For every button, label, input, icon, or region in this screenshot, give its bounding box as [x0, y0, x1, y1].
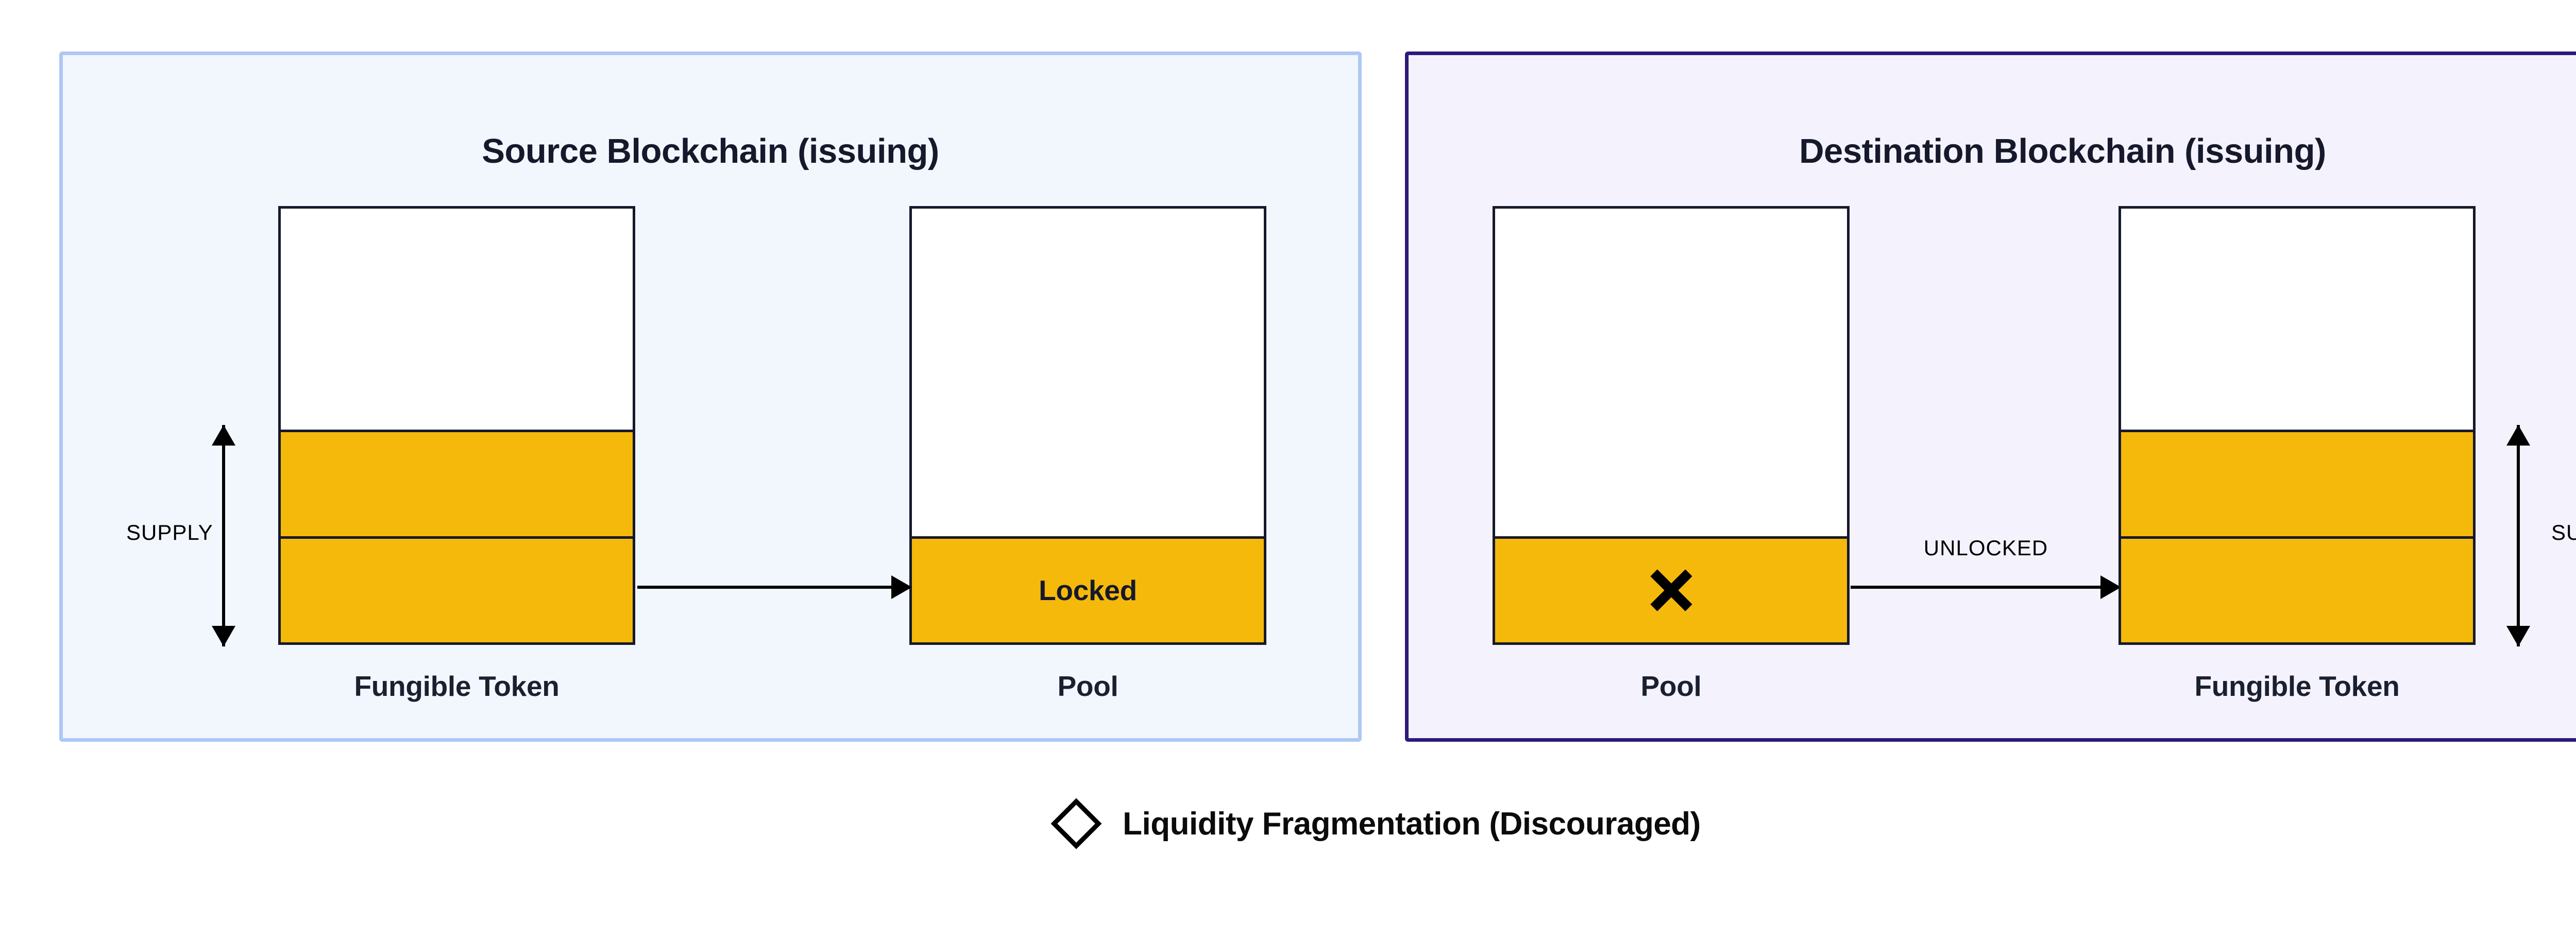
source-supply-label: SUPPLY: [126, 520, 213, 544]
panel-source-title: Source Blockchain (issuing): [482, 132, 939, 170]
destination-fungible-token-segment-0: [2121, 209, 2473, 430]
footer-caption: Liquidity Fragmentation (Discouraged): [0, 796, 2576, 851]
unlock-arrow-head-icon: [2100, 575, 2121, 599]
source-supply-arrow-head-down-icon: [212, 626, 235, 646]
destination-pool-segment-0: [1495, 209, 1847, 536]
unlock-arrow-label: UNLOCKED: [1923, 536, 2048, 560]
source-pool-segment-label: Locked: [1039, 574, 1137, 607]
footer-caption-text: Liquidity Fragmentation (Discouraged): [1123, 806, 1701, 842]
lock-arrow-head-icon: [891, 575, 912, 599]
destination-fungible-token-segment-2: [2121, 536, 2473, 642]
destination-supply-arrow-shaft: [2517, 425, 2520, 646]
destination-pool-box: [1493, 206, 1850, 645]
destination-supply-label: SUPPLY: [2551, 520, 2576, 544]
panel-destination-title: Destination Blockchain (issuing): [1799, 132, 2326, 170]
destination-supply-arrow-head-up-icon: [2506, 425, 2530, 446]
unlock-arrow-shaft: [1851, 586, 2102, 589]
warning-diamond-icon: [1048, 796, 1104, 851]
destination-fungible-token-caption: Fungible Token: [2194, 670, 2400, 702]
source-fungible-token-segment-0: [281, 209, 633, 430]
lock-arrow-shaft: [637, 586, 892, 589]
destination-fungible-token-segment-1: [2121, 430, 2473, 536]
source-fungible-token-box: [278, 206, 635, 645]
source-pool-caption: Pool: [1057, 670, 1118, 702]
destination-fungible-token-box: [2119, 206, 2476, 645]
x-mark-icon: [1648, 567, 1694, 613]
source-pool-segment-1: Locked: [912, 536, 1264, 642]
source-fungible-token-segment-1: [281, 430, 633, 536]
source-pool-box: Locked: [909, 206, 1266, 645]
source-pool-segment-0: [912, 209, 1264, 536]
destination-pool-segment-1: [1495, 536, 1847, 642]
source-fungible-token-caption: Fungible Token: [354, 670, 560, 702]
destination-supply-arrow-head-down-icon: [2506, 626, 2530, 646]
source-supply-arrow-head-up-icon: [212, 425, 235, 446]
source-supply-arrow-shaft: [222, 425, 225, 646]
destination-pool-caption: Pool: [1640, 670, 1702, 702]
source-fungible-token-segment-2: [281, 536, 633, 642]
